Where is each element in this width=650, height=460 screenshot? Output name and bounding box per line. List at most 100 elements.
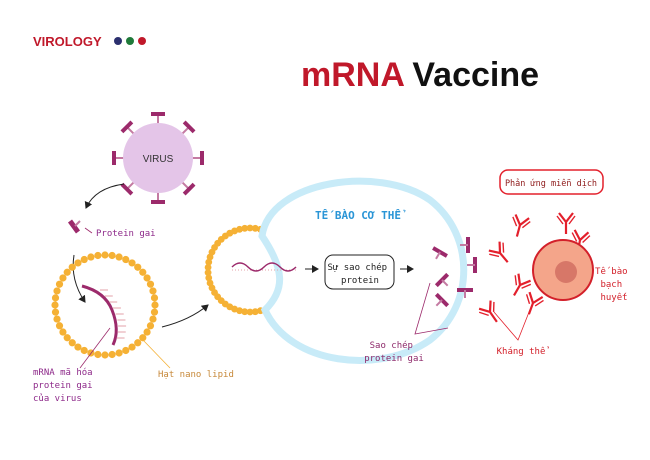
- lipid-dot: [80, 346, 88, 355]
- brand-dot-icon: [138, 37, 146, 45]
- brand-dot-icon: [126, 37, 134, 45]
- lipid-dot: [151, 301, 159, 309]
- antibody-icon: [556, 212, 576, 234]
- spike-protein-label: Protein gai: [96, 229, 156, 239]
- lipid-dot: [206, 279, 214, 287]
- spike-copy-icon: [467, 257, 477, 273]
- antibody-icon: [513, 273, 532, 296]
- lipid-dot: [139, 268, 147, 276]
- lipid-dot: [205, 274, 213, 282]
- spike-copy-label: Sao chép protein gai: [364, 340, 424, 364]
- lipid-dot: [128, 343, 136, 351]
- lipid-dot: [204, 263, 212, 271]
- lipid-dot: [94, 350, 102, 359]
- antibody-icon: [488, 241, 509, 263]
- mrna-label: mRNA mã hóa protein gai của virus: [33, 367, 98, 404]
- fusing-lipid-nanoparticle: [204, 224, 264, 316]
- lipid-dot: [150, 294, 159, 302]
- lipid-dot: [87, 253, 95, 261]
- mrna-wave-icon: [231, 262, 297, 272]
- lipid-dot: [74, 343, 82, 351]
- lipid-dot: [149, 315, 157, 323]
- arrow-icon: [72, 254, 86, 303]
- lipid-dot: [63, 334, 71, 342]
- spike-copy-icon: [457, 288, 473, 298]
- lipid-dot: [53, 287, 61, 295]
- lipid-dot: [236, 225, 243, 233]
- lipid-dot: [115, 253, 123, 261]
- spike-icon: [182, 120, 196, 134]
- virus-label: VIRUS: [143, 154, 174, 165]
- antibodies: [478, 212, 591, 323]
- lipid-dot: [51, 294, 60, 302]
- lipid-dot: [108, 251, 116, 260]
- lipid-dot: [115, 349, 123, 357]
- antibody-label: Kháng thể: [497, 346, 550, 357]
- lipid-dot: [55, 280, 64, 288]
- antibody-icon: [525, 291, 544, 315]
- lipid-dot: [143, 274, 151, 282]
- nucleus-icon: [555, 261, 577, 283]
- lipid-dot: [134, 339, 142, 347]
- mrna-strand-icon: [81, 284, 127, 346]
- immune-response-label: Phản ứng miễn dịch: [505, 178, 597, 189]
- spike-copy-icon: [434, 272, 450, 288]
- lipid-dot: [51, 301, 59, 309]
- lipid-dot: [80, 255, 88, 264]
- lipid-dot: [68, 263, 76, 271]
- lipid-dot: [205, 258, 213, 266]
- spike-icon: [120, 120, 134, 134]
- lipid-dot: [149, 287, 157, 295]
- lipid-dot: [59, 328, 67, 336]
- title-part1: mRNA: [301, 56, 404, 94]
- lipid-dot: [53, 315, 61, 323]
- replication-label: Sự sao chép protein: [327, 262, 392, 286]
- title-part2: Vaccine: [412, 56, 539, 94]
- antibody-icon: [512, 214, 531, 237]
- arrow-icon: [161, 304, 209, 328]
- arrow-icon: [84, 183, 125, 209]
- spike-protein-icon: [67, 219, 81, 234]
- lipid-dot: [251, 308, 259, 316]
- immune-response-box: [499, 169, 604, 195]
- lipid-label: Hạt nano lipid: [158, 370, 234, 380]
- lipid-dot: [101, 251, 109, 259]
- lipid-dot: [59, 274, 67, 282]
- spike-copy-icon: [434, 292, 450, 308]
- lipid-dot: [143, 328, 151, 336]
- lipid-dot: [241, 308, 249, 316]
- lipid-nanoparticle: [51, 251, 159, 359]
- lipid-dot: [204, 269, 212, 277]
- replication-box: [324, 254, 395, 290]
- lipid-dot: [94, 251, 102, 260]
- lipid-dot: [128, 259, 136, 267]
- lipid-dot: [51, 308, 60, 316]
- lipid-dot: [246, 224, 254, 232]
- brand-dot-icon: [114, 37, 122, 45]
- lipid-dot: [68, 339, 76, 347]
- lipid-dot: [63, 268, 71, 276]
- lipid-dot: [246, 308, 254, 316]
- lipid-dot: [122, 346, 130, 355]
- spike-icon: [182, 182, 196, 196]
- antibody-icon: [478, 300, 498, 323]
- lipid-dot: [108, 350, 116, 359]
- antibody-icon: [571, 229, 591, 253]
- virus-icon: [112, 112, 204, 204]
- pointer-line: [493, 301, 534, 341]
- lipid-dot: [241, 224, 249, 232]
- lipid-dot: [251, 224, 259, 232]
- lipid-dot: [122, 255, 130, 264]
- lipid-dot: [150, 308, 159, 316]
- lipid-dot: [146, 280, 155, 288]
- lipid-dot: [55, 322, 64, 330]
- lipid-dot: [139, 334, 147, 342]
- spike-icon: [120, 182, 134, 196]
- lipid-dot: [146, 322, 155, 330]
- body-cell-label: TẾ BÀO CƠ THỂ: [315, 209, 406, 222]
- spike-copy-icon: [460, 237, 470, 253]
- pointer-line: [414, 282, 449, 335]
